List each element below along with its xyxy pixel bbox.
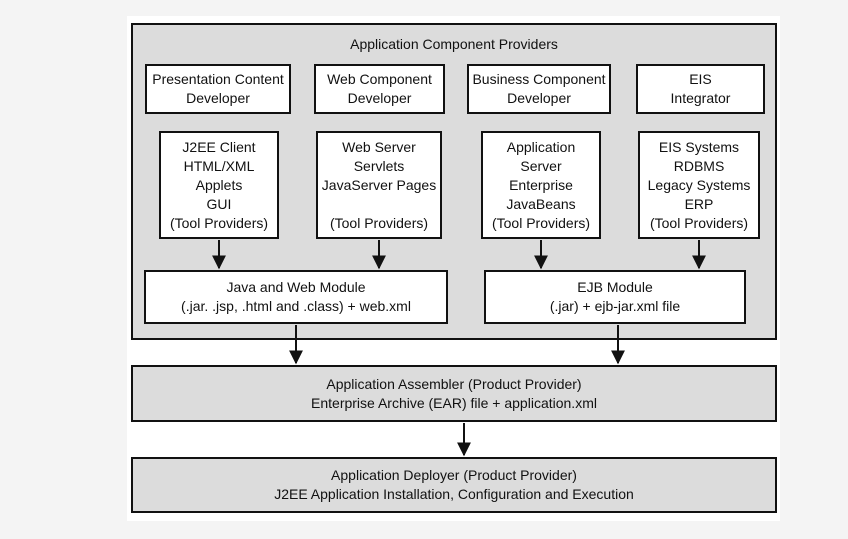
ejb-module-box: EJB Module (.jar) + ejb-jar.xml file xyxy=(484,270,746,324)
role-label-line2: Developer xyxy=(186,90,250,106)
tier-line: Application xyxy=(506,138,576,155)
role-eis-integrator: EIS Integrator xyxy=(636,64,765,114)
tier-line: Legacy Systems xyxy=(647,176,751,193)
assembler-detail: Enterprise Archive (EAR) file + applicat… xyxy=(311,394,597,411)
deployer-title: Application Deployer (Product Provider) xyxy=(331,467,577,483)
tier-line: ERP xyxy=(684,195,714,212)
role-label-line1: Presentation Content xyxy=(152,71,284,87)
role-label-line1: Web Component xyxy=(327,71,432,87)
tier-j2ee-client: J2EE Client HTML/XML Applets GUI (Tool P… xyxy=(159,131,279,239)
tier-line: JavaBeans xyxy=(506,195,576,212)
tier-line: (Tool Providers) xyxy=(491,214,591,231)
tier-line: Server xyxy=(520,157,562,174)
tier-line: (Tool Providers) xyxy=(169,214,269,231)
module-detail: (.jar) + ejb-jar.xml file xyxy=(549,298,681,314)
role-presentation-content-developer: Presentation Content Developer xyxy=(145,64,291,114)
module-title: Java and Web Module xyxy=(226,279,366,295)
java-and-web-module-box: Java and Web Module (.jar. .jsp, .html a… xyxy=(144,270,448,324)
role-label-line2: Developer xyxy=(507,90,571,106)
tier-line: JavaServer Pages xyxy=(321,176,437,193)
tier-line: (Tool Providers) xyxy=(329,214,429,231)
role-label-line1: Business Component xyxy=(472,71,606,87)
tier-web-server: Web Server Servlets JavaServer Pages (To… xyxy=(316,131,442,239)
role-business-component-developer: Business Component Developer xyxy=(467,64,611,114)
tier-line: Applets xyxy=(195,176,243,193)
role-label-line2: Integrator xyxy=(670,90,731,106)
tier-line: Servlets xyxy=(353,157,405,174)
module-title: EJB Module xyxy=(577,279,653,295)
role-label-line2: Developer xyxy=(347,90,412,106)
module-detail: (.jar. .jsp, .html and .class) + web.xml xyxy=(181,298,411,314)
role-web-component-developer: Web Component Developer xyxy=(314,64,445,114)
assembler-title: Application Assembler (Product Provider) xyxy=(326,375,582,392)
tier-line: J2EE Client xyxy=(182,138,256,155)
application-assembler-box: Application Assembler (Product Provider)… xyxy=(131,365,777,422)
tier-application-server: Application Server Enterprise JavaBeans … xyxy=(481,131,601,239)
tier-line: Web Server xyxy=(342,138,416,155)
tier-line: Enterprise xyxy=(509,176,573,193)
deployer-detail: J2EE Application Installation, Configura… xyxy=(274,486,634,502)
tier-line: GUI xyxy=(206,195,232,212)
providers-title: Application Component Providers xyxy=(350,36,558,52)
tier-eis-systems: EIS Systems RDBMS Legacy Systems ERP (To… xyxy=(638,131,760,239)
tier-line: EIS Systems xyxy=(658,138,740,155)
application-deployer-box: Application Deployer (Product Provider) … xyxy=(131,457,777,513)
tier-line: (Tool Providers) xyxy=(649,214,749,231)
tier-line: HTML/XML xyxy=(183,157,255,174)
role-label-line1: EIS xyxy=(689,71,712,87)
tier-line: RDBMS xyxy=(673,157,725,174)
